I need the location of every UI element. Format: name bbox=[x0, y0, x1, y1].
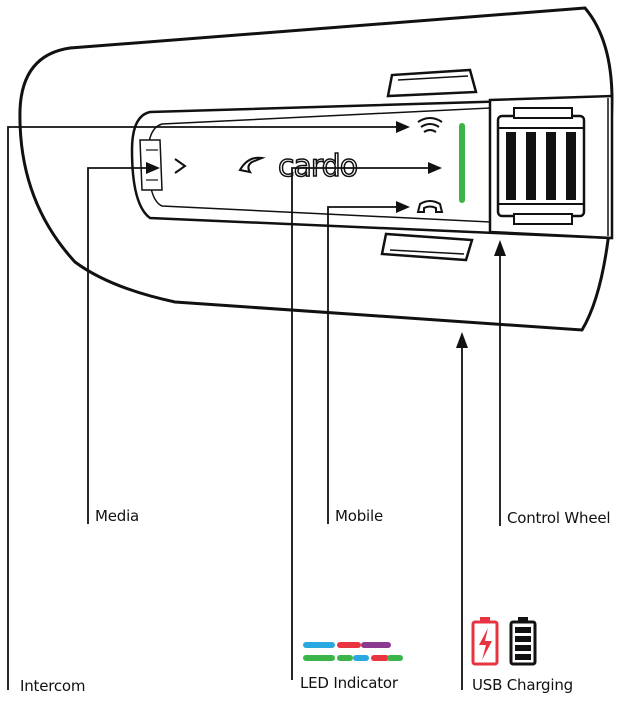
usb-charging-label: USB Charging bbox=[472, 676, 573, 694]
usb-arrow-icon bbox=[456, 332, 468, 348]
led-indicator-leader bbox=[291, 167, 430, 680]
cardo-logo-mark-icon bbox=[238, 156, 266, 174]
intercom-leader bbox=[7, 126, 400, 690]
arrow-heads bbox=[146, 121, 506, 348]
media-arrow-icon bbox=[146, 162, 160, 174]
phone-handset-icon bbox=[416, 200, 444, 213]
brand-logo-text: cardo bbox=[278, 149, 357, 184]
battery-full-icon bbox=[509, 617, 537, 666]
led-indicator-label: LED Indicator bbox=[300, 674, 398, 692]
control-wheel[interactable] bbox=[496, 107, 586, 225]
label-ticks bbox=[87, 520, 501, 526]
media-label: Media bbox=[95, 507, 140, 525]
intercom-waves-icon bbox=[417, 117, 443, 133]
intercom-arrow-icon bbox=[396, 121, 410, 133]
top-clip bbox=[386, 68, 478, 98]
intercom-label: Intercom bbox=[20, 677, 86, 695]
control-wheel-label: Control Wheel bbox=[507, 509, 611, 527]
led-legend bbox=[303, 642, 403, 661]
media-leader bbox=[87, 167, 150, 520]
media-chevron-icon bbox=[174, 158, 187, 174]
led-arrow-icon bbox=[428, 162, 442, 174]
battery-charging-icon bbox=[471, 617, 499, 666]
mobile-label: Mobile bbox=[335, 507, 384, 525]
mobile-arrow-icon bbox=[396, 201, 410, 213]
bottom-clip bbox=[380, 232, 474, 262]
mobile-leader bbox=[327, 206, 400, 520]
wheel-arrow-icon bbox=[494, 240, 506, 256]
leader-lines bbox=[7, 126, 501, 690]
